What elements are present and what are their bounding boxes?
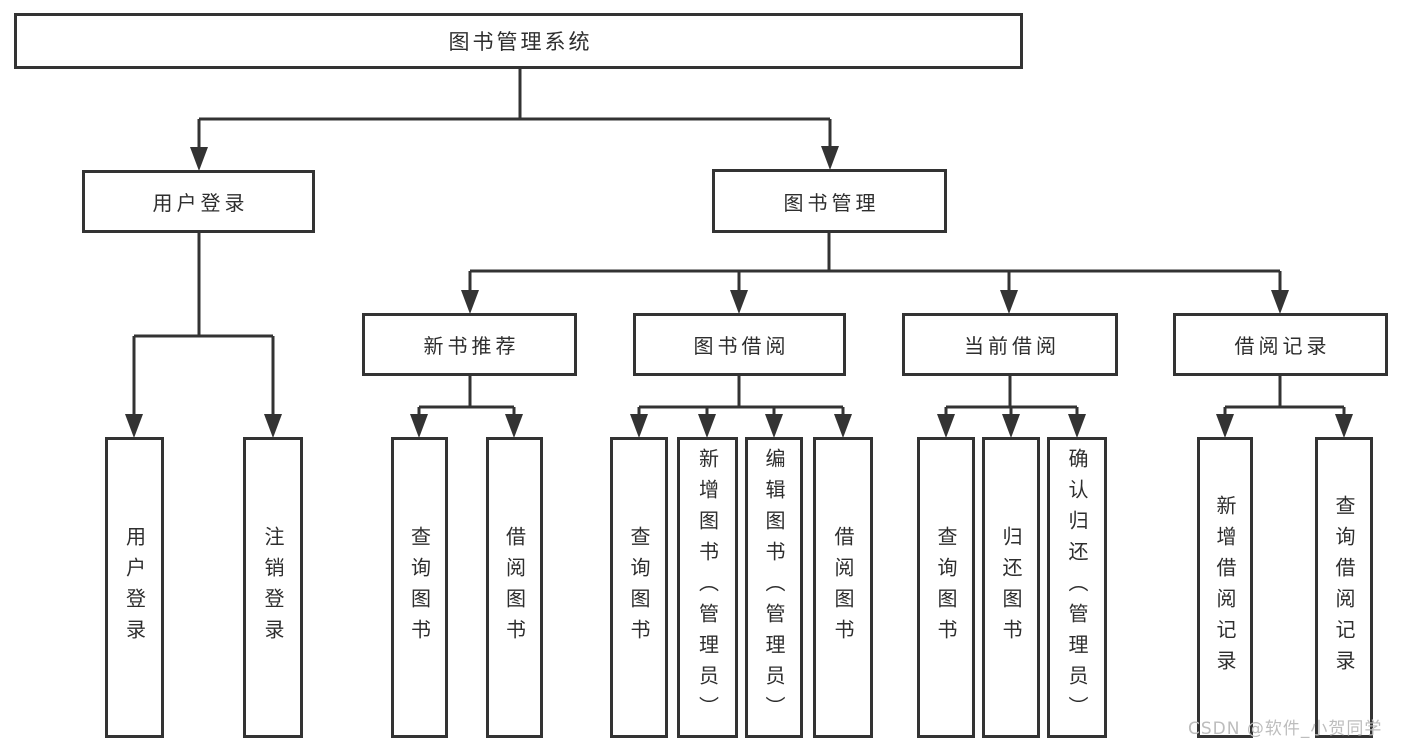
arrowhead <box>190 147 208 171</box>
node-user-login-action: 用户登录 <box>105 437 164 738</box>
node-borrow-book-action: 借阅图书 <box>813 437 873 738</box>
node-book-management: 图书管理 <box>712 169 947 233</box>
arrowhead <box>1271 290 1289 314</box>
node-query-book-current: 查询图书 <box>917 437 975 738</box>
arrowhead <box>1002 414 1020 438</box>
node-borrow-book-recommend: 借阅图书 <box>486 437 543 738</box>
arrowhead <box>505 414 523 438</box>
arrowhead <box>834 414 852 438</box>
node-add-borrow-record: 新增借阅记录 <box>1197 437 1253 738</box>
arrowhead <box>410 414 428 438</box>
node-query-book-recommend: 查询图书 <box>391 437 448 738</box>
arrowhead <box>1000 290 1018 314</box>
node-book-borrow: 图书借阅 <box>633 313 846 376</box>
arrowhead <box>630 414 648 438</box>
node-logout-action: 注销登录 <box>243 437 303 738</box>
arrowhead <box>125 414 143 438</box>
node-user-login: 用户登录 <box>82 170 315 233</box>
node-add-book-admin: 新增图书（管理员） <box>677 437 738 738</box>
arrowhead <box>1216 414 1234 438</box>
node-edit-book-admin: 编辑图书（管理员） <box>745 437 803 738</box>
node-return-book: 归还图书 <box>982 437 1040 738</box>
node-confirm-return-admin: 确认归还（管理员） <box>1047 437 1107 738</box>
node-current-borrow: 当前借阅 <box>902 313 1118 376</box>
arrowhead <box>730 290 748 314</box>
arrowheads <box>125 146 1353 438</box>
arrowhead <box>821 146 839 170</box>
arrowhead <box>264 414 282 438</box>
node-query-borrow-record: 查询借阅记录 <box>1315 437 1373 738</box>
arrowhead <box>937 414 955 438</box>
node-library-management-system: 图书管理系统 <box>14 13 1023 69</box>
csdn-watermark: CSDN @软件_小贺同学 <box>1188 719 1383 739</box>
node-borrow-records: 借阅记录 <box>1173 313 1388 376</box>
arrowhead <box>698 414 716 438</box>
arrowhead <box>1068 414 1086 438</box>
node-new-book-recommend: 新书推荐 <box>362 313 577 376</box>
arrowhead <box>765 414 783 438</box>
arrowhead <box>461 290 479 314</box>
arrowhead <box>1335 414 1353 438</box>
node-query-book-borrow: 查询图书 <box>610 437 668 738</box>
